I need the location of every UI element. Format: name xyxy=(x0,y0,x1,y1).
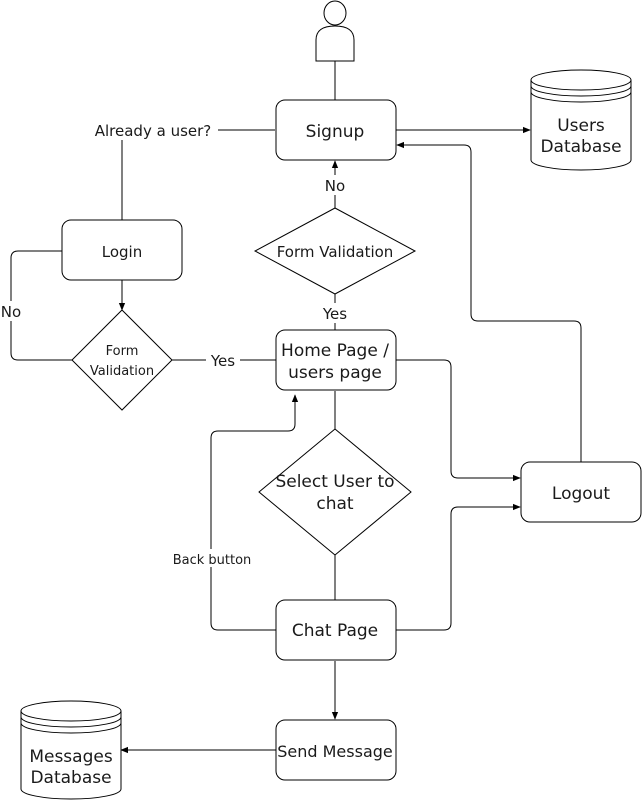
send-message-node[interactable] xyxy=(275,719,397,781)
messages-database-label-line2: Database xyxy=(30,768,111,788)
messages-database-icon xyxy=(20,700,122,800)
send-message-label: Send Message xyxy=(277,742,393,761)
logout-node[interactable] xyxy=(520,461,642,523)
home-page-node[interactable] xyxy=(275,329,397,391)
back-button-label: Back button xyxy=(173,553,252,568)
messages-database-label-line1: Messages xyxy=(29,747,113,767)
edge-signup-login xyxy=(121,129,275,220)
edge-chat-logout xyxy=(396,503,521,631)
signup-node[interactable] xyxy=(275,99,397,161)
no-top-label: No xyxy=(325,177,345,195)
form-validation-left-node[interactable] xyxy=(71,309,173,411)
no-left-label-bg xyxy=(0,301,24,321)
form-validation-left-label-line1: Form xyxy=(106,344,139,359)
select-user-node[interactable] xyxy=(258,428,412,556)
yes-left-label: Yes xyxy=(210,352,235,370)
select-user-label-line2: chat xyxy=(316,494,354,514)
login-label: Login xyxy=(102,243,142,261)
logout-label: Logout xyxy=(552,484,611,504)
users-database-label-line1: Users xyxy=(557,116,605,136)
yes-top-label-bg xyxy=(318,303,352,323)
home-page-label-line1: Home Page / xyxy=(281,341,389,361)
already-user-label: Already a user? xyxy=(95,122,212,140)
select-user-label-line1: Select User to xyxy=(275,472,394,492)
login-node[interactable] xyxy=(61,219,183,281)
users-database-icon xyxy=(530,69,632,171)
form-validation-left-label-line2: Validation xyxy=(90,364,154,379)
form-validation-top-node[interactable] xyxy=(253,207,417,295)
chat-page-node[interactable] xyxy=(275,599,397,661)
edge-chat-back-home xyxy=(210,394,299,631)
back-button-label-bg xyxy=(166,549,258,567)
home-page-label-line2: users page xyxy=(288,363,382,383)
signup-label: Signup xyxy=(306,122,365,142)
yes-top-label: Yes xyxy=(322,305,347,323)
no-left-label: No xyxy=(1,303,21,321)
chat-page-label: Chat Page xyxy=(292,621,378,641)
form-validation-top-label: Form Validation xyxy=(277,243,394,261)
yes-left-label-bg xyxy=(206,350,240,370)
already-user-label-bg xyxy=(88,120,218,140)
edge-logout-signup xyxy=(396,141,582,462)
user-actor-icon xyxy=(315,0,355,62)
edge-home-logout xyxy=(396,359,521,482)
no-top-label-bg xyxy=(322,175,348,195)
users-database-label-line2: Database xyxy=(540,137,621,157)
